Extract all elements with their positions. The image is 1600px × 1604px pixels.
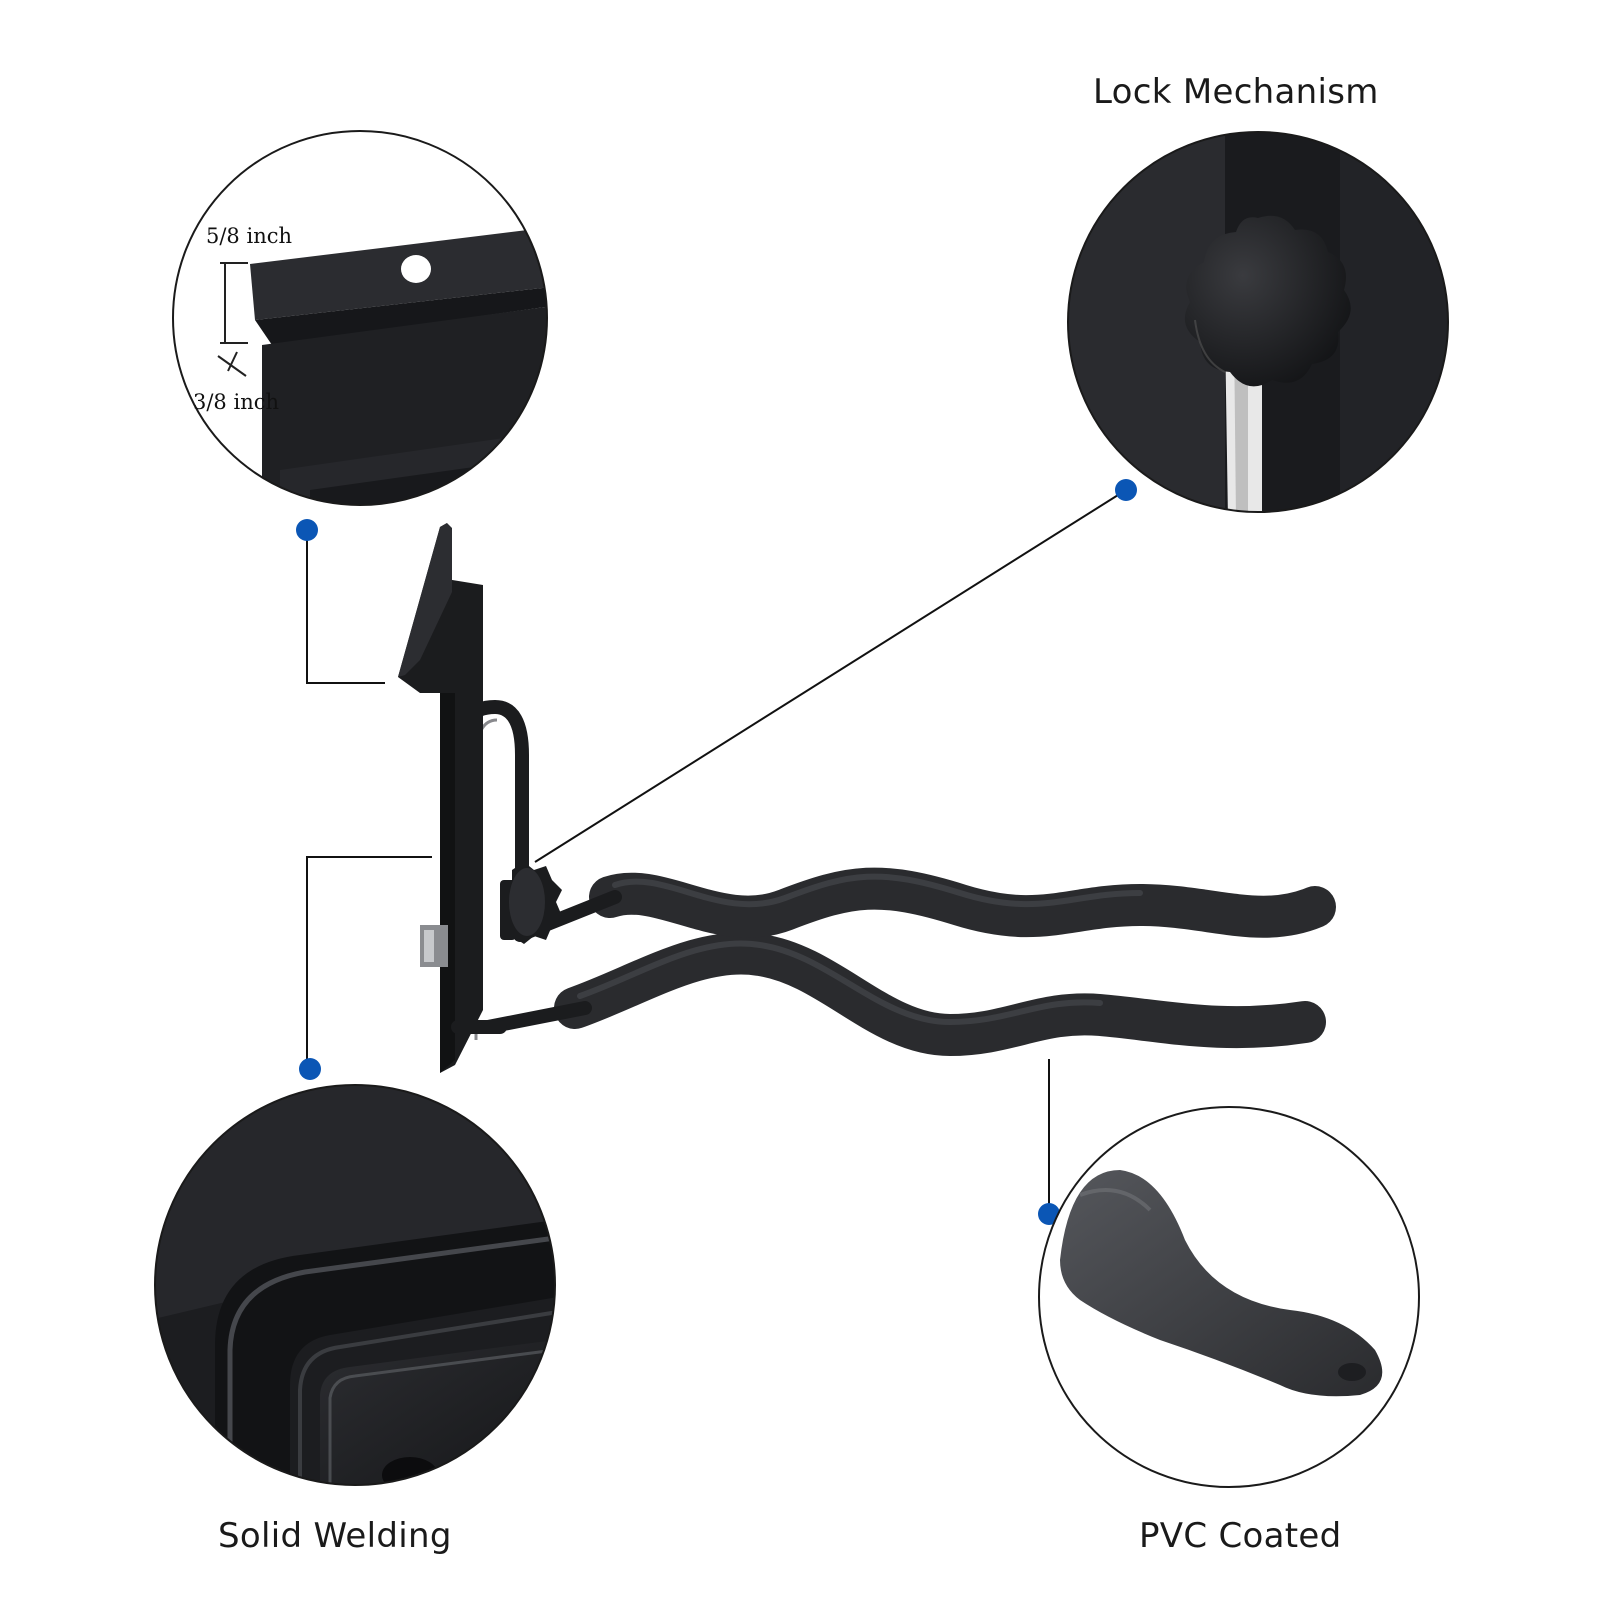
marker-dot-slot	[296, 519, 318, 541]
upper-arm-foam	[589, 867, 1336, 938]
marker-dot-lock	[1115, 479, 1137, 501]
solid-welding-label: Solid Welding	[218, 1516, 452, 1556]
pvc-coated-label: PVC Coated	[1139, 1516, 1342, 1556]
callout-solid-welding	[154, 1084, 556, 1486]
pvc-tip	[1060, 1170, 1383, 1397]
leader-line-slot	[306, 530, 385, 684]
leader-lines	[306, 489, 1127, 1212]
slot-height-label: 5/8 inch	[206, 224, 292, 248]
callout-slot-dimensions	[172, 130, 548, 506]
marker-dot-welding	[299, 1058, 321, 1080]
marker-dots	[296, 479, 1137, 1225]
lower-arm-foam	[554, 932, 1326, 1056]
lock-knob	[500, 862, 562, 944]
star-knob	[1184, 215, 1351, 387]
mounting-bolt	[420, 925, 448, 967]
slatwall-hook	[398, 523, 1336, 1073]
leader-line-lock	[534, 489, 1127, 863]
lock-mechanism-label: Lock Mechanism	[1093, 72, 1379, 112]
callout-pvc-coated	[1038, 1106, 1420, 1488]
callout-lock-mechanism	[1067, 131, 1449, 513]
slot-depth-label: 3/8 inch	[193, 390, 279, 414]
leader-line-welding	[306, 856, 432, 1069]
